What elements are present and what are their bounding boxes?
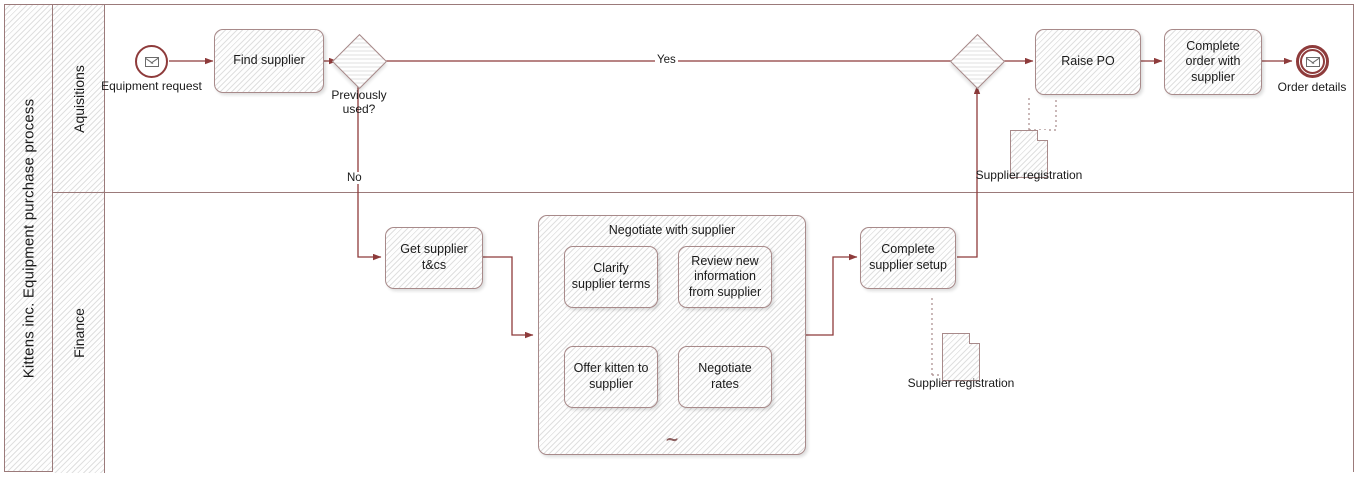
end-event-order-details[interactable] — [1296, 45, 1329, 78]
task-raise-po-label: Raise PO — [1061, 54, 1115, 69]
task-find-supplier-label: Find supplier — [233, 53, 305, 68]
lane-header-finance[interactable]: Finance — [53, 193, 105, 473]
lane-label-aquisitions: Aquisitions — [70, 64, 87, 133]
message-envelope-icon — [144, 56, 159, 67]
task-complete-order-with-supplier[interactable]: Complete order with supplier — [1164, 29, 1262, 95]
page-fold-icon — [969, 333, 980, 344]
flow-label-yes: Yes — [655, 54, 678, 66]
task-raise-po[interactable]: Raise PO — [1035, 29, 1141, 95]
lane-label-finance: Finance — [70, 308, 87, 358]
task-negotiate-rates-label: Negotiate rates — [698, 361, 752, 391]
pool-label: Kittens inc. Equipment purchase process — [20, 98, 38, 378]
message-envelope-icon — [1305, 56, 1320, 67]
task-review-new-information-label: Review new information from supplier — [688, 253, 762, 299]
end-event-inner-ring — [1300, 49, 1325, 74]
task-negotiate-rates[interactable]: Negotiate rates — [678, 346, 772, 408]
data-object-supplier-registration-bottom[interactable] — [942, 333, 980, 381]
task-offer-kitten-to-supplier-label: Offer kitten to supplier — [573, 361, 649, 391]
task-offer-kitten-to-supplier[interactable]: Offer kitten to supplier — [564, 346, 658, 408]
subprocess-negotiate-with-supplier[interactable]: Negotiate with supplier Clarify supplier… — [538, 215, 806, 455]
data-object-supplier-registration-bottom-label: Supplier registration — [907, 376, 1015, 390]
adhoc-marker-icon: ∼ — [664, 430, 680, 449]
task-complete-supplier-setup[interactable]: Complete supplier setup — [860, 227, 956, 289]
task-complete-supplier-setup-label: Complete supplier setup — [869, 242, 947, 272]
flow-label-no: No — [345, 172, 364, 184]
page-fold-icon — [1037, 130, 1048, 141]
start-event-equipment-request[interactable] — [135, 45, 168, 78]
pool-header: Kittens inc. Equipment purchase process — [5, 5, 53, 471]
lane-header-aquisitions[interactable]: Aquisitions — [53, 5, 105, 193]
task-find-supplier[interactable]: Find supplier — [214, 29, 324, 93]
start-event-label: Equipment request — [101, 79, 202, 93]
data-object-supplier-registration-top[interactable] — [1010, 130, 1048, 178]
end-event-label: Order details — [1277, 80, 1347, 94]
task-get-supplier-tcs-label: Get supplier t&cs — [400, 242, 468, 272]
task-complete-order-label: Complete order with supplier — [1185, 38, 1241, 84]
task-get-supplier-tcs[interactable]: Get supplier t&cs — [385, 227, 483, 289]
subprocess-title: Negotiate with supplier — [608, 223, 736, 237]
task-review-new-information[interactable]: Review new information from supplier — [678, 246, 772, 308]
data-object-supplier-registration-top-label: Supplier registration — [975, 168, 1083, 182]
task-clarify-supplier-terms-label: Clarify supplier terms — [571, 261, 651, 291]
gateway-previously-used-label: Previously used? — [331, 88, 387, 117]
task-clarify-supplier-terms[interactable]: Clarify supplier terms — [564, 246, 658, 308]
